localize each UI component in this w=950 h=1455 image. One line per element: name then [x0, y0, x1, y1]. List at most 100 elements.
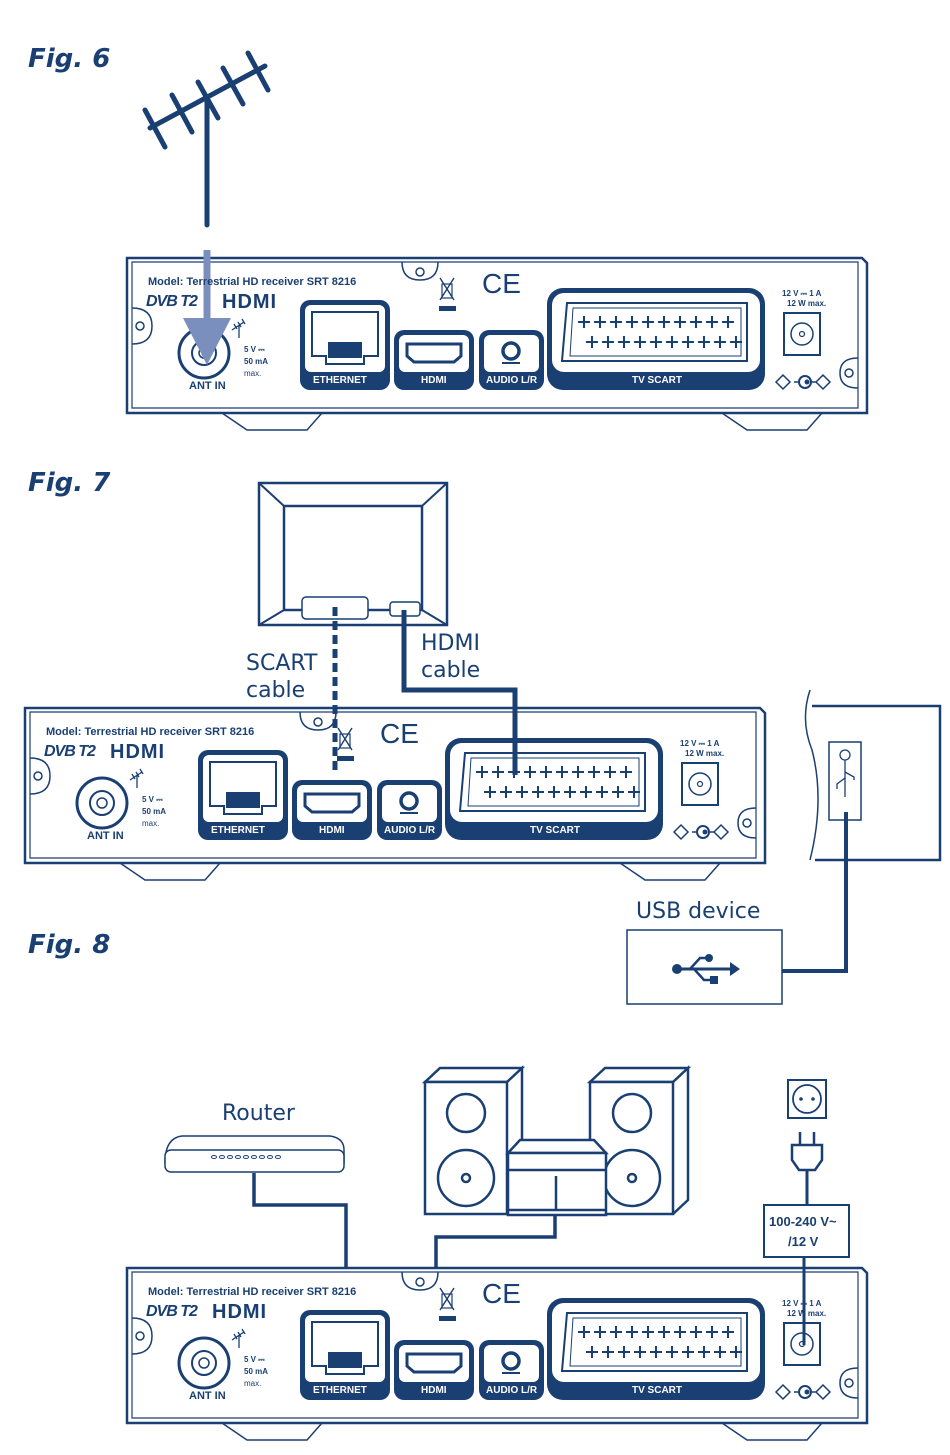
scart-pin: [626, 1326, 638, 1338]
fig7-model-text: Model: Terrestrial HD receiver SRT 8216: [46, 726, 255, 738]
scart-pin: [594, 1326, 606, 1338]
fig6-power-spec-2: 12 W max.: [787, 299, 827, 308]
fig7-port-audio: AUDIO L/R: [384, 825, 436, 836]
fig6-ant-spec-3: max.: [244, 369, 262, 378]
fig8-dvb-logo: DVB T2: [146, 1303, 198, 1320]
scart-pin: [548, 786, 560, 798]
fig8-port-audio: AUDIO L/R: [486, 1385, 538, 1396]
fig6-dvb-logo: DVB T2: [146, 293, 198, 310]
scart-pins: [476, 316, 742, 1358]
scart-pin: [610, 1326, 622, 1338]
scart-pin: [500, 786, 512, 798]
scart-pin: [532, 786, 544, 798]
fig6-model-text: Model: Terrestrial HD receiver SRT 8216: [148, 276, 357, 288]
receiver-side-usb-icon: [804, 689, 942, 862]
scart-pin: [658, 1326, 670, 1338]
fig6-arrow-icon: [183, 250, 231, 365]
scart-pin: [602, 336, 614, 348]
scart-pin: [610, 316, 622, 328]
scart-pin: [594, 316, 606, 328]
scart-pin: [476, 766, 488, 778]
fig6-port-hdmi: HDMI: [421, 375, 447, 386]
scart-pin: [604, 766, 616, 778]
scart-pin: [596, 786, 608, 798]
fig6-port-ethernet: ETHERNET: [313, 375, 367, 386]
scart-pin: [602, 1346, 614, 1358]
audio-system-icon: [421, 1065, 692, 1217]
power-adapter-box: [763, 1204, 850, 1258]
fig8-ant-spec-2: 50 mA: [244, 1367, 269, 1376]
fig6-port-scart: TV SCART: [632, 375, 682, 386]
scart-pin: [588, 766, 600, 778]
fig7-power-spec-1: 12 V ⎓ 1 A: [680, 739, 720, 748]
fig8-power-spec-1: 12 V ⎓ 1 A: [782, 1299, 822, 1308]
adapter-label-1: 100-240 V~: [769, 1214, 837, 1229]
scart-pin: [666, 336, 678, 348]
fig7-power-spec-2: 12 W max.: [685, 749, 725, 758]
fig6-ce-mark: CE: [482, 268, 521, 299]
router-label: Router: [222, 1101, 295, 1126]
scart-pin: [642, 316, 654, 328]
scart-pin: [556, 766, 568, 778]
adapter-label-2: /12 V: [788, 1234, 819, 1249]
fig8-ce-mark: CE: [482, 1278, 521, 1309]
fig8-hdmi-logo: HDMI: [212, 1301, 268, 1323]
scart-pin: [706, 316, 718, 328]
scart-pin: [666, 1346, 678, 1358]
scart-pin: [540, 766, 552, 778]
fig6-ant-spec-1: 5 V ⎓: [244, 345, 265, 354]
scart-pin: [524, 766, 536, 778]
hdmi-cable-line: [401, 610, 518, 775]
hdmi-cable-label-2: cable: [421, 658, 481, 683]
scart-pin: [492, 766, 504, 778]
fig7-ant-spec-1: 5 V ⎓: [142, 795, 163, 804]
fig8-label: Fig. 8: [28, 930, 111, 960]
fig7-ant-in-label: ANT IN: [87, 830, 124, 842]
scart-pin: [698, 1346, 710, 1358]
scart-pin: [516, 786, 528, 798]
scart-pin: [612, 786, 624, 798]
fig8-power-spec-2: 12 W max.: [787, 1309, 827, 1318]
fig7-ce-mark: CE: [380, 718, 419, 749]
scart-cable-label-1: SCART: [246, 651, 318, 676]
scart-pin: [730, 336, 742, 348]
fig8-ant-in-label: ANT IN: [189, 1390, 226, 1402]
scart-pin: [634, 1346, 646, 1358]
scart-pin: [650, 336, 662, 348]
fig7-port-hdmi: HDMI: [319, 825, 345, 836]
scart-pin: [714, 1346, 726, 1358]
usb-cable-line: [782, 812, 848, 973]
scart-pin: [722, 316, 734, 328]
scart-pin: [658, 316, 670, 328]
usb-device-label: USB device: [636, 899, 761, 924]
scart-pin: [564, 786, 576, 798]
scart-pin: [674, 1326, 686, 1338]
scart-pin: [730, 1346, 742, 1358]
scart-pin: [722, 1326, 734, 1338]
scart-pin: [628, 786, 640, 798]
hdmi-cable-label-1: HDMI: [421, 631, 480, 656]
fig7-dvb-logo: DVB T2: [44, 743, 96, 760]
scart-pin: [674, 316, 686, 328]
fig6-label: Fig. 6: [28, 44, 111, 74]
scart-pin: [626, 316, 638, 328]
usb-symbol-icon: [672, 954, 740, 984]
fig6-antenna-icon: [142, 50, 271, 228]
fig7-port-scart: TV SCART: [530, 825, 580, 836]
fig7-port-ethernet: ETHERNET: [211, 825, 265, 836]
scart-pin: [650, 1346, 662, 1358]
scart-pin: [698, 336, 710, 348]
scart-pin: [682, 336, 694, 348]
fig8-ant-spec-1: 5 V ⎓: [244, 1355, 265, 1364]
scart-pin: [586, 1346, 598, 1358]
fig8-port-scart: TV SCART: [632, 1385, 682, 1396]
fig6-power-spec-1: 12 V ⎓ 1 A: [782, 289, 822, 298]
fig7-ant-spec-2: 50 mA: [142, 807, 167, 816]
fig6-port-audio: AUDIO L/R: [486, 375, 538, 386]
scart-cable-label-2: cable: [246, 678, 306, 703]
wall-socket-icon: [787, 1079, 827, 1119]
fig8-ant-spec-3: max.: [244, 1379, 262, 1388]
fig7-hdmi-logo: HDMI: [110, 741, 166, 763]
scart-pin: [484, 786, 496, 798]
scart-pin: [578, 1326, 590, 1338]
